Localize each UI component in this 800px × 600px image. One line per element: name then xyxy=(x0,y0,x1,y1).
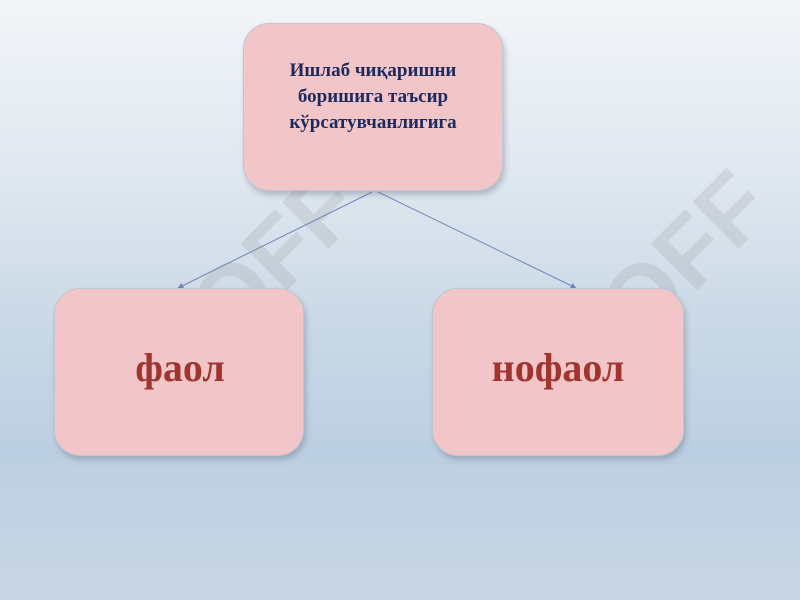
child-node-passive: нофаол xyxy=(432,288,684,456)
child-node-active: фаол xyxy=(54,288,304,456)
connector-left xyxy=(177,191,373,289)
root-node: Ишлаб чиқаришни боришига таъсир кўрсатув… xyxy=(243,23,503,191)
connector-right xyxy=(377,191,577,289)
root-node-label: Ишлаб чиқаришни боришига таъсир кўрсатув… xyxy=(289,60,457,133)
child-node-passive-label: нофаол xyxy=(491,344,625,390)
child-node-active-label: фаол xyxy=(135,344,225,390)
